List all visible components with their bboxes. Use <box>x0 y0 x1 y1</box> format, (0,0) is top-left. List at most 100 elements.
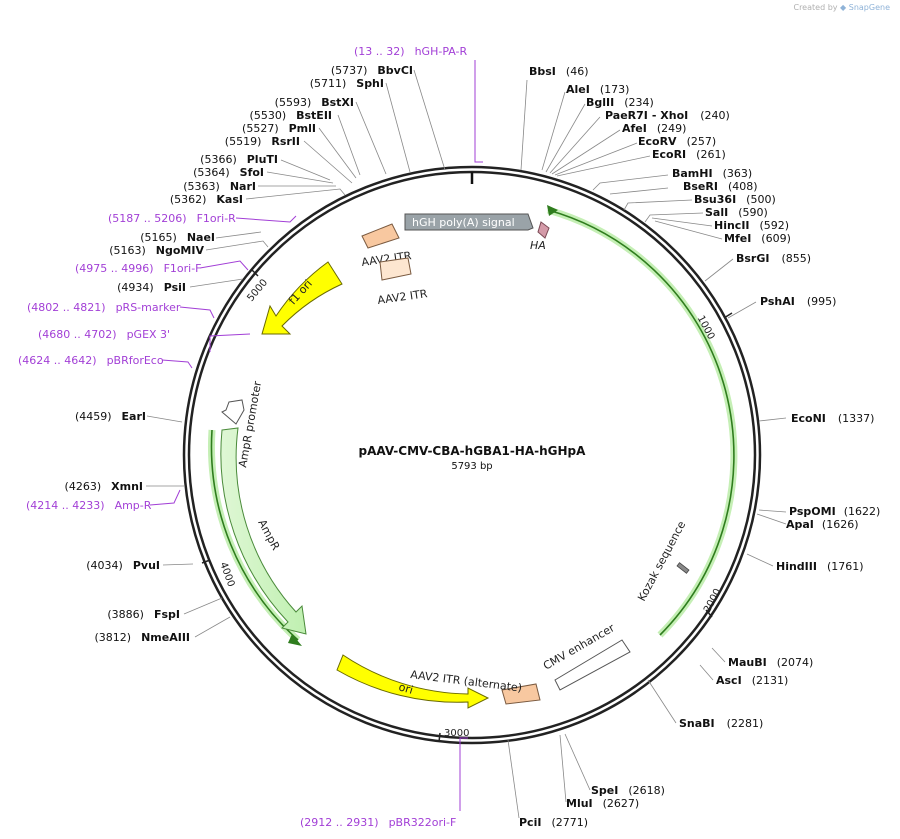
site-pos: (995) <box>807 295 837 308</box>
svg-text:(3812)NmeAIII: (3812)NmeAIII <box>95 631 191 644</box>
svg-text:(5530)BstEII: (5530) BstEII <box>250 109 332 122</box>
hgh-polya-feature <box>404 213 534 231</box>
svg-text:(4263)XmnI: (4263)XmnI <box>65 480 143 493</box>
svg-text:PspOMI(1622): PspOMI (1622) <box>789 505 880 518</box>
plasmid-name: pAAV-CMV-CBA-hGBA1-HA-hGHpA <box>359 444 587 458</box>
svg-text:(4975 .. 4996)F1ori-F: (4975 .. 4996)F1ori-F <box>75 262 202 275</box>
svg-text:AleI(173): AleI (173) <box>566 83 629 96</box>
site-name: SphI <box>356 77 384 90</box>
svg-text:SalI(590): SalI (590) <box>705 206 768 219</box>
site-pos: (3886) <box>107 608 144 621</box>
tick-3000: 3000 <box>444 728 469 739</box>
svg-text:(2912 .. 2931)pBR322ori-F: (2912 .. 2931) pBR322ori-F <box>300 816 456 829</box>
site-name: BglII <box>586 96 614 109</box>
site-name: XmnI <box>111 480 143 493</box>
site-name: EcoRI <box>652 148 686 161</box>
site-pos: (1337) <box>838 412 875 425</box>
sites-left: (3812)NmeAIII (3886) FspI (4034)PvuI (426… <box>65 64 413 644</box>
svg-text:BseRI(408): BseRI(408) <box>683 180 758 193</box>
site-pos: (500) <box>746 193 776 206</box>
site-pos: (592) <box>760 219 790 232</box>
svg-text:MfeI(609): MfeI(609) <box>724 232 791 245</box>
site-pos: (2131) <box>752 674 789 687</box>
site-name: AleI <box>566 83 590 96</box>
svg-text:(5187 .. 5206)F1ori-R: (5187 .. 5206)F1ori-R <box>108 212 236 225</box>
site-name: EcoNI <box>791 412 826 425</box>
svg-text:(5527)PmlI: (5527)PmlI <box>242 122 316 135</box>
site-pos: (1761) <box>827 560 864 573</box>
site-name: PshAI <box>760 295 795 308</box>
primer-name: pRS-marker <box>116 301 181 314</box>
svg-text:EcoNI(1337): EcoNI (1337) <box>791 412 874 425</box>
svg-text:AfeI(249): AfeI(249) <box>622 122 686 135</box>
site-name: NmeAIII <box>141 631 190 644</box>
aav2-itr-feature-1 <box>361 223 400 249</box>
site-pos: (590) <box>738 206 768 219</box>
plasmid-length: 5793 bp <box>451 461 492 472</box>
site-pos: (5530) <box>250 109 287 122</box>
primer-name: F1ori-F <box>164 262 202 275</box>
svg-text:SpeI(2618): SpeI(2618) <box>591 784 665 797</box>
site-pos: (5711) <box>310 77 347 90</box>
site-pos: (5165) <box>140 231 177 244</box>
site-name: FspI <box>154 608 180 621</box>
site-name: SfoI <box>240 166 264 179</box>
ha-feature <box>537 221 550 239</box>
site-name-2: - XhoI <box>652 109 688 122</box>
svg-text:BbsI(46): BbsI(46) <box>529 65 589 78</box>
site-name: BstEII <box>296 109 332 122</box>
site-pos: (5366) <box>200 153 237 166</box>
site-name: SalI <box>705 206 728 219</box>
credit-text: Created by <box>793 3 838 12</box>
svg-text:BamHI(363): BamHI(363) <box>672 167 752 180</box>
svg-text:HincII(592): HincII(592) <box>714 219 789 232</box>
site-name: NarI <box>230 180 256 193</box>
ori-feature <box>336 654 490 709</box>
ampr-promoter-feature <box>221 399 245 425</box>
svg-text:ApaI(1626): ApaI(1626) <box>786 518 858 531</box>
cds-arc <box>547 209 735 636</box>
primer-name: pBR322ori-F <box>389 816 457 829</box>
svg-text:(4624 .. 4642)pBRforEco: (4624 .. 4642)pBRforEco <box>18 354 164 367</box>
svg-text:(3886)FspI: (3886) FspI <box>107 608 180 621</box>
site-pos: (2627) <box>603 797 640 810</box>
ori-label: ori <box>397 680 414 696</box>
site-pos: (4459) <box>75 410 112 423</box>
site-name: BbvCI <box>377 64 413 77</box>
site-pos: (173) <box>600 83 630 96</box>
aav2-itr-feature-2 <box>379 257 412 281</box>
credit-brand: SnapGene <box>848 3 890 12</box>
svg-text:EcoRI(261): EcoRI(261) <box>652 148 726 161</box>
primer-range: (2912 .. 2931) <box>300 816 379 829</box>
svg-text:(4034)PvuI: (4034)PvuI <box>86 559 160 572</box>
primer-range: (4680 .. 4702) <box>38 328 117 341</box>
f1-ori-feature <box>261 261 343 335</box>
svg-text:(5737)BbvCI: (5737)BbvCI <box>331 64 413 77</box>
ampr-arc-arrowhead <box>288 634 302 646</box>
site-pos: (5163) <box>109 244 146 257</box>
site-pos: (1622) <box>844 505 881 518</box>
svg-text:PshAI(995): PshAI (995) <box>760 295 836 308</box>
ampr-label: AmpR <box>255 517 282 552</box>
site-name: BstXI <box>321 96 354 109</box>
site-pos: (408) <box>728 180 758 193</box>
site-name: PspOMI <box>789 505 836 518</box>
svg-text:MluI(2627): MluI(2627) <box>566 797 639 810</box>
site-name: SpeI <box>591 784 618 797</box>
site-pos: (5519) <box>225 135 262 148</box>
ha-label: HA <box>530 239 546 252</box>
site-name: AscI <box>716 674 742 687</box>
svg-text:(5364)SfoI: (5364)SfoI <box>193 166 264 179</box>
site-pos: (234) <box>624 96 654 109</box>
svg-text:(13 .. 32)hGH-PA-R: (13 .. 32)hGH-PA-R <box>354 45 467 58</box>
site-name: EcoRV <box>638 135 677 148</box>
primer-name: pBRforEco <box>107 354 164 367</box>
primer-labels: (13 .. 32)hGH-PA-R (5187 .. 5206)F1ori-R… <box>18 45 467 829</box>
site-name: PvuI <box>133 559 160 572</box>
site-pos: (5363) <box>183 180 220 193</box>
site-pos: (2281) <box>727 717 764 730</box>
site-name: MfeI <box>724 232 751 245</box>
site-name: Bsu36I <box>694 193 736 206</box>
sites-right: BbsI(46) AleI(173) BglII(234) PaeR7I- Xh… <box>519 65 880 829</box>
snapgene-logo-icon: ◆ <box>840 3 847 12</box>
